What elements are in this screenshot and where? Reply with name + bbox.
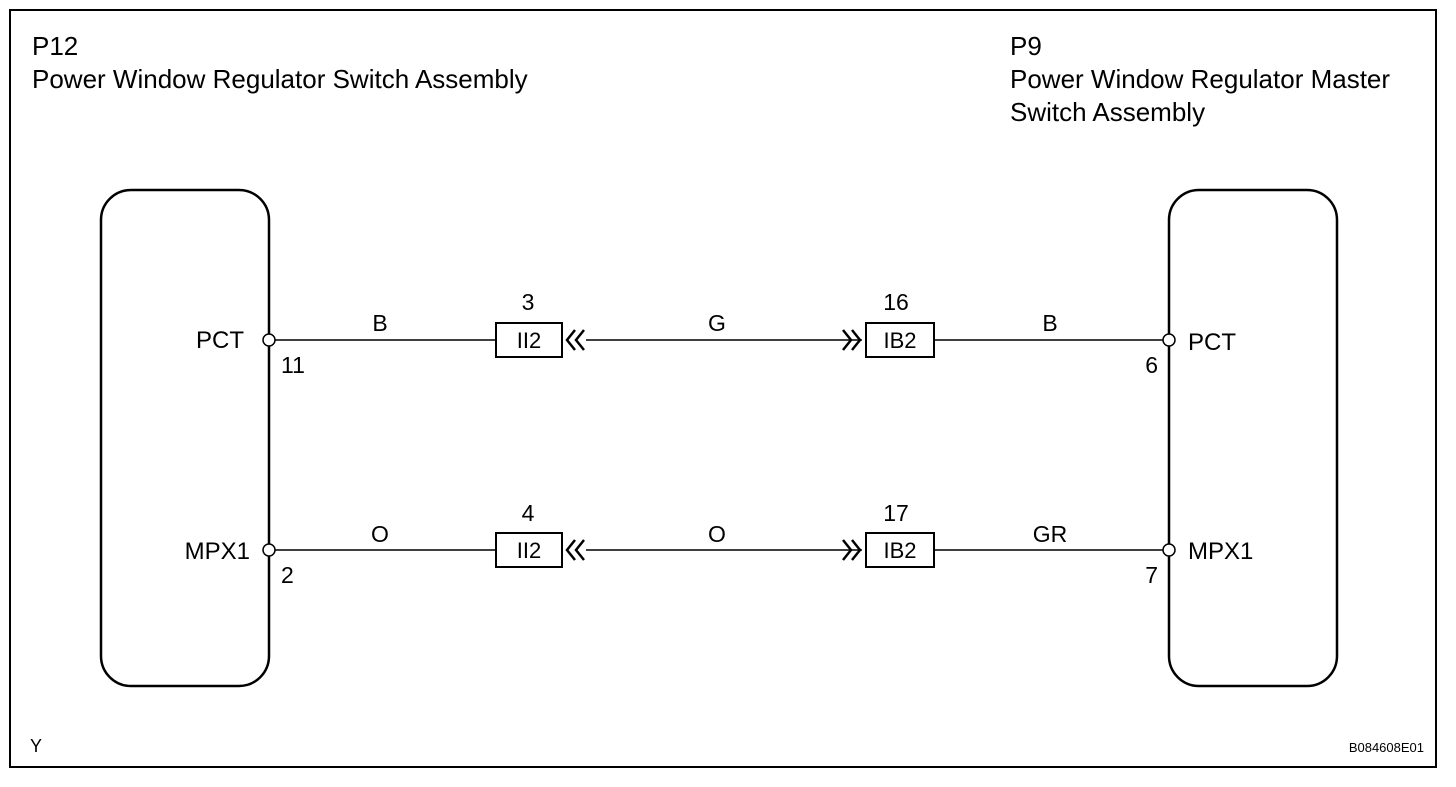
- connector-pin-number: 3: [522, 289, 535, 315]
- left-pin-name: MPX1: [185, 538, 250, 565]
- junction-connector-box: [865, 532, 935, 568]
- connector-pin-number: 16: [883, 289, 909, 315]
- right-component-name-line1: Power Window Regulator Master: [1010, 64, 1390, 94]
- connector-chevron-icon: [565, 539, 585, 561]
- junction-connector-label: IB2: [883, 328, 916, 353]
- terminal-icon: [262, 333, 276, 347]
- circuit-pct: PCT 11 PCT 6 B G B 3 II2 16 IB2: [196, 289, 1236, 378]
- left-component-name: Power Window Regulator Switch Assembly: [32, 64, 528, 94]
- terminal-icon: [1162, 333, 1176, 347]
- junction-connector-label: II2: [517, 328, 541, 353]
- circuit-mpx1: MPX1 2 MPX1 7 O O GR 4 II2 17 IB2: [185, 500, 1254, 588]
- connector-pin-number: 17: [883, 500, 909, 526]
- wire-color-label: GR: [1033, 521, 1068, 547]
- junction-connector-box: [865, 322, 935, 358]
- terminal-icon: [1162, 543, 1176, 557]
- left-pin-number: 11: [281, 352, 305, 378]
- left-component-code: P12: [32, 31, 78, 61]
- connector-pin-number: 4: [522, 500, 535, 526]
- wire-color-label: O: [708, 521, 726, 547]
- wire-color-label: B: [372, 310, 387, 336]
- connector-chevron-icon: [842, 329, 862, 351]
- wire-color-label: G: [708, 310, 726, 336]
- left-component-box: [99, 188, 271, 688]
- right-component-box: [1167, 188, 1339, 688]
- figure-code: B084608E01: [1349, 740, 1424, 755]
- diagram-frame: [9, 9, 1437, 768]
- left-pin-name: PCT: [196, 327, 244, 354]
- junction-connector-label: IB2: [883, 538, 916, 563]
- junction-connector-box: [495, 532, 563, 568]
- connector-chevron-icon: [842, 539, 862, 561]
- corner-mark: Y: [30, 736, 42, 756]
- right-pin-name: MPX1: [1188, 538, 1253, 565]
- wire-color-label: B: [1042, 310, 1057, 336]
- connector-chevron-icon: [565, 329, 585, 351]
- terminal-icon: [262, 543, 276, 557]
- right-component-name-line2: Switch Assembly: [1010, 97, 1205, 127]
- right-pin-number: 7: [1145, 562, 1158, 588]
- left-pin-number: 2: [281, 562, 294, 588]
- wire-color-label: O: [371, 521, 389, 547]
- right-component-code: P9: [1010, 31, 1042, 61]
- junction-connector-box: [495, 322, 563, 358]
- right-pin-number: 6: [1145, 352, 1158, 378]
- right-pin-name: PCT: [1188, 329, 1236, 356]
- junction-connector-label: II2: [517, 538, 541, 563]
